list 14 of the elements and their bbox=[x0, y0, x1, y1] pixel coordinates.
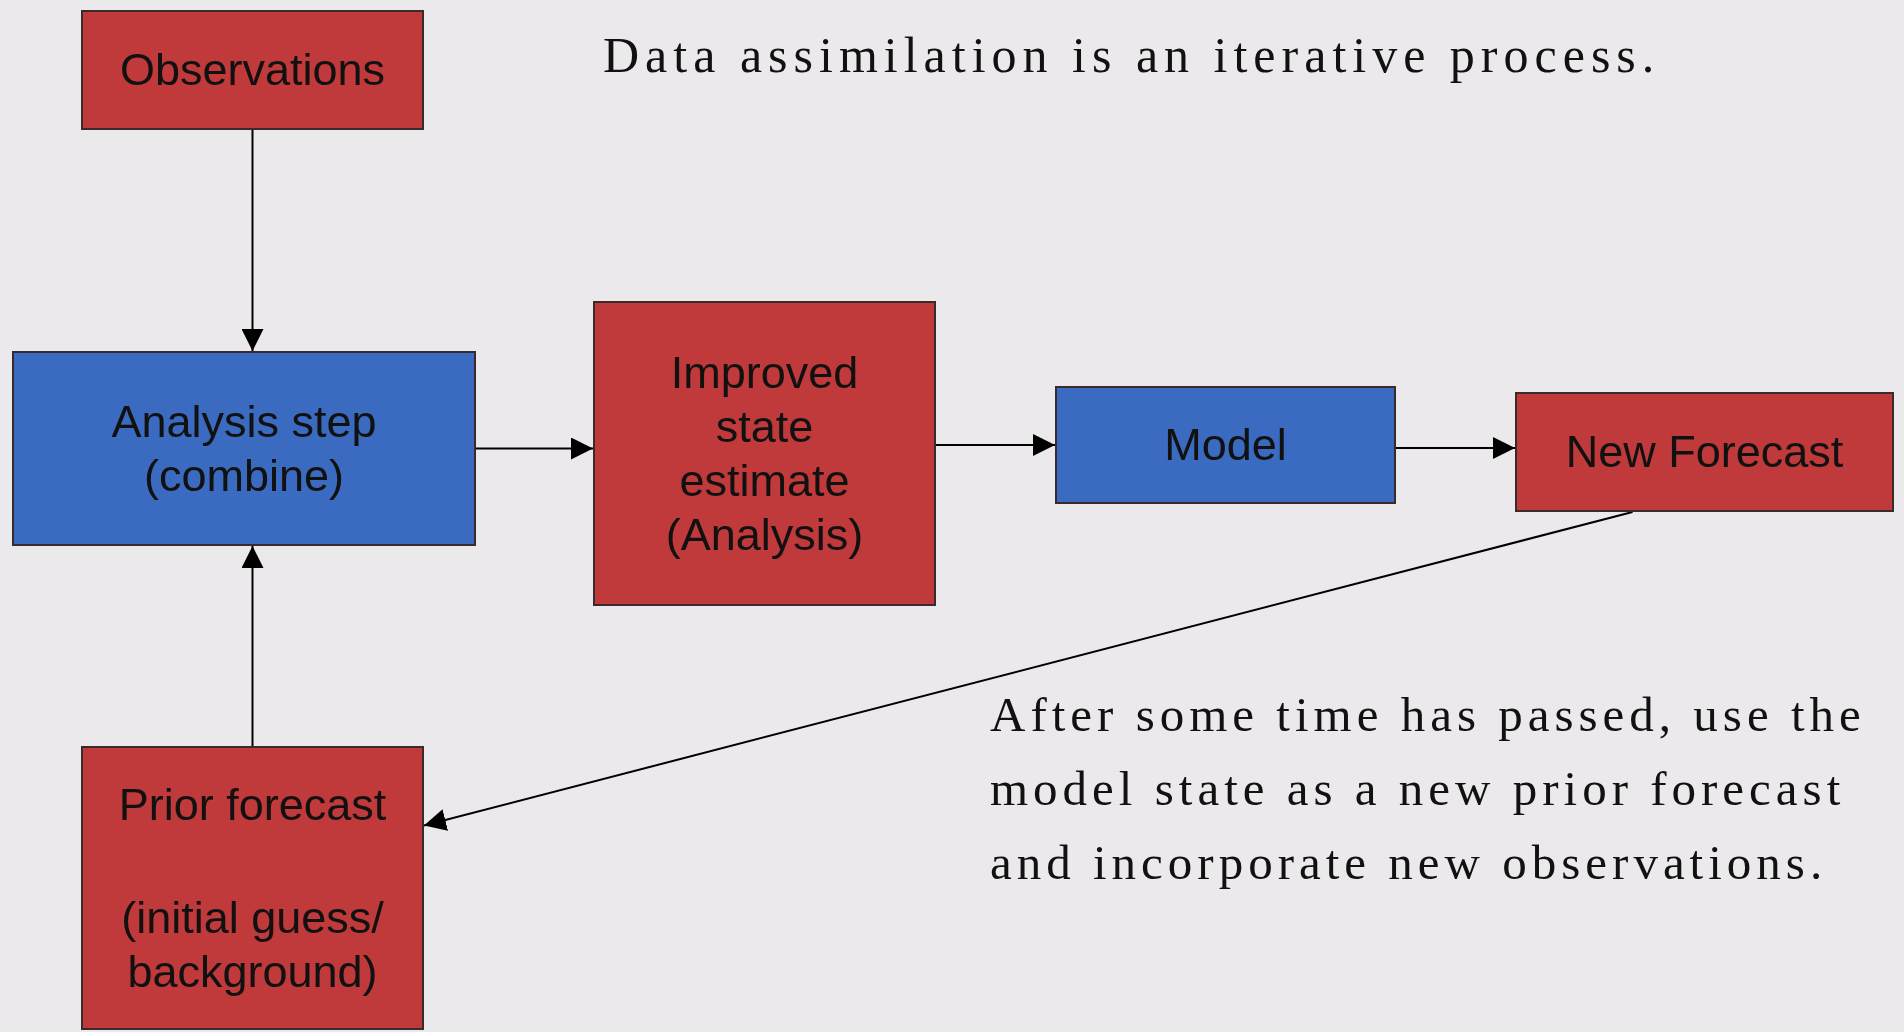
arrow bbox=[475, 437, 594, 460]
title: Data assimilation is an iterative process. bbox=[603, 26, 1661, 84]
process-box: Model bbox=[1055, 386, 1396, 504]
note-text: After some time has passed, use the model state as a new prior forecast and incorporate new observations. bbox=[990, 686, 1867, 892]
arrow bbox=[1395, 437, 1516, 459]
process-box: Prior forecast (initial guess/ background) bbox=[81, 746, 424, 1030]
arrow bbox=[241, 129, 264, 352]
arrow bbox=[241, 545, 264, 747]
process-box: Analysis step (combine) bbox=[12, 351, 476, 546]
arrow bbox=[935, 434, 1056, 456]
process-box: New Forecast bbox=[1515, 392, 1894, 512]
arrow bbox=[423, 511, 1634, 831]
process-box: Observations bbox=[81, 10, 424, 130]
process-box: Improved state estimate (Analysis) bbox=[593, 301, 936, 606]
